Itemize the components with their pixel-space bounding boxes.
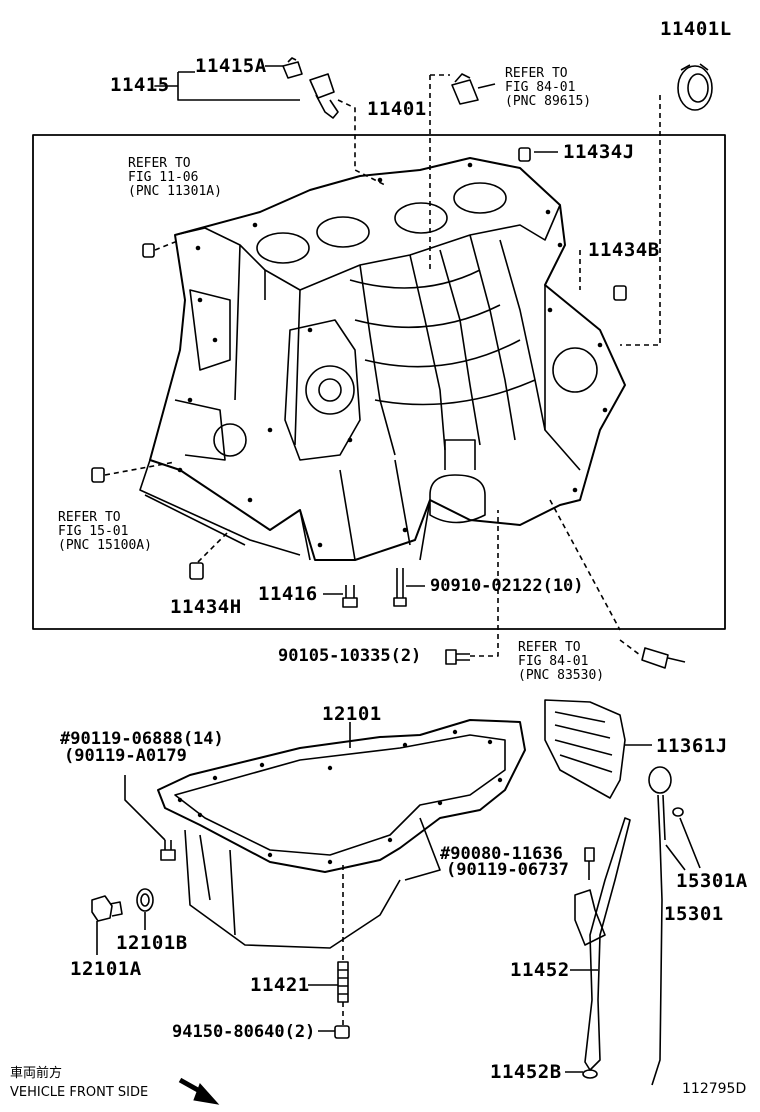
- drawing-number: 112795D: [682, 1081, 747, 1097]
- part-label-15301: 15301: [664, 903, 724, 925]
- part-label-11415: 11415: [110, 74, 170, 96]
- part-label-90910-02122: 90910-02122(10): [430, 576, 584, 596]
- part-label-90119-A0179: (90119-A0179: [64, 746, 187, 766]
- sensor-89615: [451, 73, 496, 105]
- plug-11415A: [282, 57, 303, 79]
- oil-pan-drawing: [157, 719, 526, 949]
- pin-11434J: [518, 147, 531, 162]
- stud-11421: [337, 961, 349, 1003]
- refer-note-11301A: REFER TO FIG 11-06 (PNC 11301A): [128, 156, 222, 199]
- gasket-12101B: [136, 888, 154, 912]
- part-label-11401L: 11401L: [660, 18, 732, 40]
- sensor-83530: [641, 647, 686, 669]
- bolt-11416: [342, 585, 358, 608]
- part-label-11416: 11416: [258, 583, 318, 605]
- part-label-90080-11636: #90080-11636: [440, 844, 563, 864]
- part-label-11434H: 11434H: [170, 596, 242, 618]
- part-label-15301A: 15301A: [676, 870, 748, 892]
- part-label-11452B: 11452B: [490, 1061, 562, 1083]
- refer-note-89615: REFER TO FIG 84-01 (PNC 89615): [505, 66, 592, 109]
- guide-11452: [574, 817, 631, 1071]
- plug-12101A: [91, 895, 123, 922]
- baffle-11361J: [544, 699, 626, 799]
- bolt-90080: [584, 847, 595, 880]
- pin-15100A: [91, 467, 105, 483]
- part-label-12101: 12101: [322, 703, 382, 725]
- part-label-12101B: 12101B: [116, 932, 188, 954]
- bolt-90910: [393, 568, 407, 607]
- bolt-90119: [160, 840, 176, 861]
- vehicle-front-japanese: 車両前方: [10, 1066, 63, 1081]
- pin-11434H: [189, 562, 204, 580]
- pin-11434B: [613, 285, 627, 301]
- nut-94150: [334, 1025, 350, 1039]
- refer-note-83530: REFER TO FIG 84-01 (PNC 83530): [518, 640, 605, 683]
- part-label-11452: 11452: [510, 959, 570, 981]
- cylinder-block-drawing: [139, 157, 626, 561]
- part-label-11434J: 11434J: [563, 141, 635, 163]
- pin-11301A: [142, 243, 155, 258]
- part-label-11361J: 11361J: [656, 735, 728, 757]
- oring-15301A: [672, 807, 684, 817]
- oil-seal-11401L: [677, 63, 713, 111]
- part-label-11415A: 11415A: [195, 55, 267, 77]
- bolt-90105: [445, 649, 470, 665]
- part-label-12101A: 12101A: [70, 958, 142, 980]
- part-label-11401: 11401: [367, 98, 427, 120]
- part-label-11421: 11421: [250, 974, 310, 996]
- dipstick-15301: [648, 766, 672, 1086]
- oring-11452B: [582, 1069, 598, 1079]
- part-label-94150-80640: 94150-80640(2): [172, 1022, 316, 1042]
- part-label-11434B: 11434B: [588, 239, 660, 261]
- part-label-90105-10335: 90105-10335(2): [278, 646, 422, 666]
- part-label-90119-06737: (90119-06737: [446, 860, 569, 880]
- refer-note-15100A: REFER TO FIG 15-01 (PNC 15100A): [58, 510, 152, 553]
- block-group-frame: [32, 134, 726, 630]
- part-label-90119-06888: #90119-06888(14): [60, 729, 224, 749]
- vehicle-front-label: VEHICLE FRONT SIDE: [10, 1085, 149, 1100]
- union-11415: [309, 73, 339, 119]
- vehicle-front-arrow: [178, 1077, 220, 1105]
